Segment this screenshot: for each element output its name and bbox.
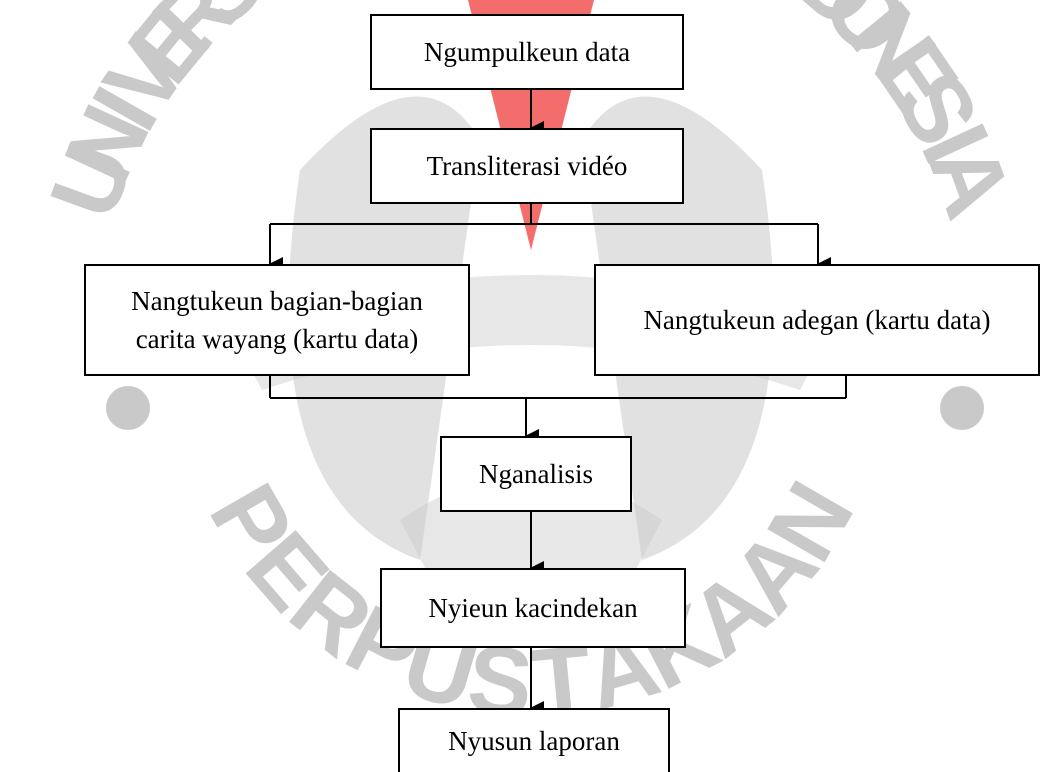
step-compile-report: Nyusun laporan (398, 708, 670, 772)
step-determine-story-parts-label: Nangtukeun bagian-bagian carita wayang (… (131, 286, 423, 354)
step-draw-conclusion: Nyieun kacindekan (380, 568, 686, 648)
step-analyze-label: Nganalisis (479, 459, 593, 489)
step-determine-scenes: Nangtukeun adegan (kartu data) (594, 264, 1040, 376)
step-draw-conclusion-label: Nyieun kacindekan (428, 593, 638, 623)
step-transliterate-video: Transliterasi vidéo (370, 128, 684, 204)
step-transliterate-video-label: Transliterasi vidéo (426, 151, 628, 181)
step-compile-report-label: Nyusun laporan (448, 726, 620, 756)
step-determine-story-parts: Nangtukeun bagian-bagian carita wayang (… (84, 264, 470, 376)
step-analyze: Nganalisis (440, 436, 632, 512)
seal-left-dot (106, 386, 150, 430)
step-collect-data: Ngumpulkeun data (370, 14, 684, 90)
step-collect-data-label: Ngumpulkeun data (423, 37, 631, 67)
step-determine-scenes-label: Nangtukeun adegan (kartu data) (643, 305, 991, 335)
seal-right-dot (940, 386, 984, 430)
